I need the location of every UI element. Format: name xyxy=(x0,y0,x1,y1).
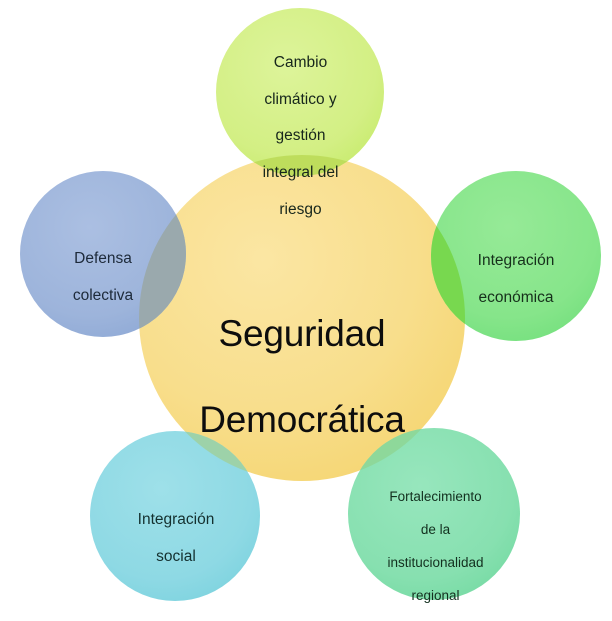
top-circle[interactable] xyxy=(216,8,384,176)
center-circle[interactable] xyxy=(139,155,465,481)
center-circle-group xyxy=(139,155,465,481)
bottom-left-circle[interactable] xyxy=(90,431,260,601)
right-circle[interactable] xyxy=(431,171,601,341)
satellite-circles-group xyxy=(20,8,601,601)
bottom-right-circle[interactable] xyxy=(348,428,520,600)
